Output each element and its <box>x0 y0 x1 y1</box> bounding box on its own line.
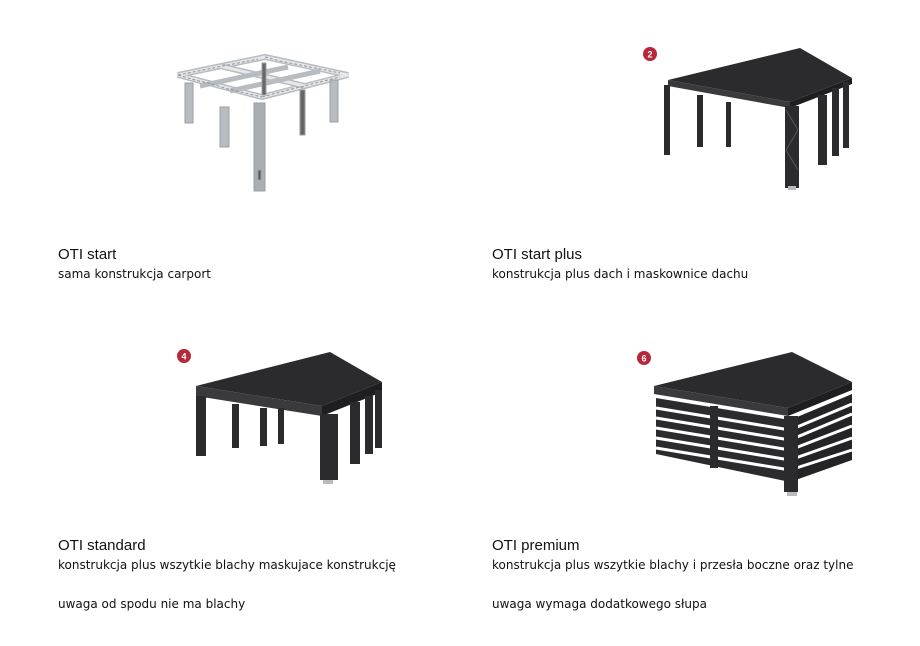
badge-icon <box>637 351 651 365</box>
badge-icon <box>643 47 657 61</box>
carport-standard-image: 4 <box>177 349 382 484</box>
badge-icon <box>177 349 191 363</box>
carport-premium-image: 6 <box>637 351 853 496</box>
item-title: OTI start <box>58 246 117 263</box>
item-description: sama konstrukcja carport <box>58 267 211 281</box>
item-badge: 4 <box>181 352 186 362</box>
item-title: OTI standard <box>58 537 146 554</box>
carport-frame-image <box>177 53 349 192</box>
item-title: OTI premium <box>492 537 580 554</box>
item-description: konstrukcja plus dach i maskownice dachu <box>492 267 749 281</box>
item-description: konstrukcja plus wszytkie blachy i przes… <box>492 558 854 572</box>
item-title: OTI start plus <box>492 246 583 263</box>
item-note: uwaga od spodu nie ma blachy <box>58 597 246 611</box>
item-note: uwaga wymaga dodatkowego słupa <box>492 597 708 611</box>
item-description: konstrukcja plus wszytkie blachy maskuja… <box>58 558 396 572</box>
item-badge: 2 <box>647 50 652 60</box>
item-badge: 6 <box>641 354 646 364</box>
carport-roof-image: 2 <box>643 47 852 190</box>
